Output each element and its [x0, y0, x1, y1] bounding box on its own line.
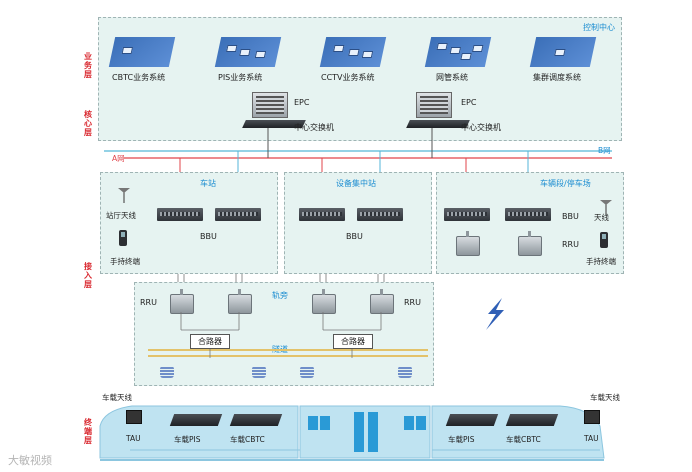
pis-system-label: PIS业务系统: [218, 73, 263, 82]
handheld-terminal-right-label: 手持终端: [586, 257, 616, 266]
rru-track-3-icon: [312, 289, 336, 314]
equipment-station-zone: [284, 172, 432, 274]
rru-track-left-label: RRU: [140, 298, 157, 307]
epc-left-label: EPC: [294, 98, 310, 107]
tau-left-label: TAU: [126, 434, 141, 443]
handheld-terminal-left-label: 手持终端: [110, 257, 140, 266]
depot-antenna-icon: [600, 200, 612, 215]
equipment-station-zone-title: 设备集中站: [336, 179, 376, 188]
car-cbtc-left-label: 车载CBTC: [230, 435, 265, 444]
tau-left-icon: [126, 410, 142, 424]
leaky-cable-coil-3-icon: [300, 366, 314, 378]
rru-track-right-label: RRU: [404, 298, 421, 307]
bbu-station-2-icon: [215, 208, 261, 221]
car-pis-left-icon: [169, 414, 223, 426]
depot-antenna-label: 天线: [594, 213, 609, 222]
car-pis-left-label: 车载PIS: [174, 435, 201, 444]
depot-zone: [436, 172, 624, 274]
station-zone: [100, 172, 278, 274]
rru-depot-label: RRU: [562, 240, 579, 249]
car-pis-right-label: 车载PIS: [448, 435, 475, 444]
a-net-label: A网: [112, 154, 125, 163]
rru-depot-2-icon: [518, 231, 542, 256]
network-mgmt-system-label: 网管系统: [436, 73, 468, 82]
epc-left-icon: [252, 92, 288, 118]
car-cbtc-right-label: 车载CBTC: [506, 435, 541, 444]
depot-zone-title: 车辆段/停车场: [540, 179, 591, 188]
bbu-station-1-icon: [157, 208, 203, 221]
tau-right-label: TAU: [584, 434, 599, 443]
cbtc-system-label: CBTC业务系统: [112, 73, 166, 82]
rru-track-1-icon: [170, 289, 194, 314]
layer-core-label: 核心层: [84, 110, 92, 137]
car-antenna-left-label: 车载天线: [102, 393, 132, 402]
handheld-terminal-left-icon: [119, 230, 127, 246]
hall-antenna-icon: [118, 188, 130, 203]
core-switch-left-label: 中心交换机: [294, 123, 334, 132]
track-zone-title: 轨旁: [272, 291, 288, 300]
bbu-station-label: BBU: [200, 232, 217, 241]
layer-terminal-label: 终端层: [84, 418, 92, 445]
handheld-terminal-right-icon: [600, 232, 608, 248]
tau-right-icon: [584, 410, 600, 424]
rru-track-4-icon: [370, 289, 394, 314]
combiner-right: 合路器: [333, 334, 373, 349]
combiner-left: 合路器: [190, 334, 230, 349]
epc-right-label: EPC: [461, 98, 477, 107]
dispatch-system-label: 集群调度系统: [533, 73, 581, 82]
rru-depot-1-icon: [456, 231, 480, 256]
leaky-cable-coil-4-icon: [398, 366, 412, 378]
car-pis-right-icon: [445, 414, 499, 426]
core-switch-right-label: 中心交换机: [461, 123, 501, 132]
watermark-text: 大敏视频: [8, 454, 52, 467]
b-net-label: B网: [598, 146, 611, 155]
bbu-equipment-label: BBU: [346, 232, 363, 241]
car-cbtc-right-icon: [505, 414, 559, 426]
car-cbtc-left-icon: [229, 414, 283, 426]
bbu-depot-label: BBU: [562, 212, 579, 221]
car-antenna-right-label: 车载天线: [590, 393, 620, 402]
bbu-depot-2-icon: [505, 208, 551, 221]
bbu-equipment-2-icon: [357, 208, 403, 221]
hall-antenna-label: 站厅天线: [106, 211, 136, 220]
wireless-signal-icon: [486, 298, 504, 330]
epc-right-icon: [416, 92, 452, 118]
leaky-cable-coil-2-icon: [252, 366, 266, 378]
station-zone-title: 车站: [200, 179, 216, 188]
layer-access-label: 接入层: [84, 262, 92, 289]
bbu-equipment-1-icon: [299, 208, 345, 221]
cctv-system-label: CCTV业务系统: [321, 73, 375, 82]
leaky-cable-coil-1-icon: [160, 366, 174, 378]
rru-track-2-icon: [228, 289, 252, 314]
bbu-depot-1-icon: [444, 208, 490, 221]
layer-business-label: 业务层: [84, 52, 92, 79]
control-center-title: 控制中心: [583, 23, 615, 32]
